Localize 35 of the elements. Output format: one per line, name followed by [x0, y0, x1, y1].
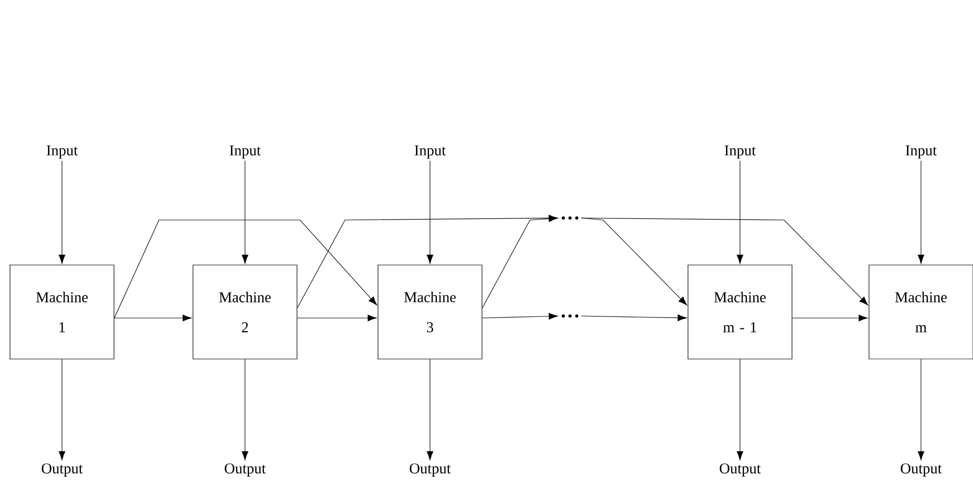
arrow	[426, 160, 434, 264]
output-label: Output	[720, 463, 761, 477]
arrow	[482, 312, 558, 320]
arrow	[792, 314, 868, 322]
output-label: Output	[224, 463, 266, 477]
arrow	[736, 160, 744, 264]
arrow	[58, 359, 66, 460]
arrow	[736, 359, 744, 460]
input-label: Input	[46, 146, 78, 158]
machine-box: Machine 1	[10, 264, 114, 360]
arrow	[297, 314, 377, 322]
arrow	[114, 220, 378, 318]
arrow	[58, 160, 66, 264]
arrow	[580, 218, 868, 306]
machine-box: Machine 2	[192, 264, 298, 360]
input-label: Input	[724, 146, 756, 158]
arrow	[426, 359, 434, 460]
ellipsis: …	[562, 216, 578, 220]
arrow	[114, 314, 192, 322]
input-label: Input	[906, 146, 937, 158]
output-label: Output	[410, 463, 451, 477]
ellipsis: …	[562, 314, 578, 318]
machine-box: Machine m - 1	[688, 264, 792, 360]
arrow	[242, 359, 248, 460]
machine-box: Machine m	[868, 264, 973, 360]
output-label: Output	[900, 463, 942, 477]
input-label: Input	[414, 146, 446, 158]
input-label: Input	[230, 146, 261, 158]
arrow	[918, 359, 924, 460]
output-label: Output	[42, 463, 83, 477]
arrow	[580, 314, 687, 322]
arrow	[482, 215, 558, 308]
machine-box: Machine 3	[378, 264, 482, 360]
arrow	[918, 160, 924, 264]
arrow	[242, 160, 248, 264]
